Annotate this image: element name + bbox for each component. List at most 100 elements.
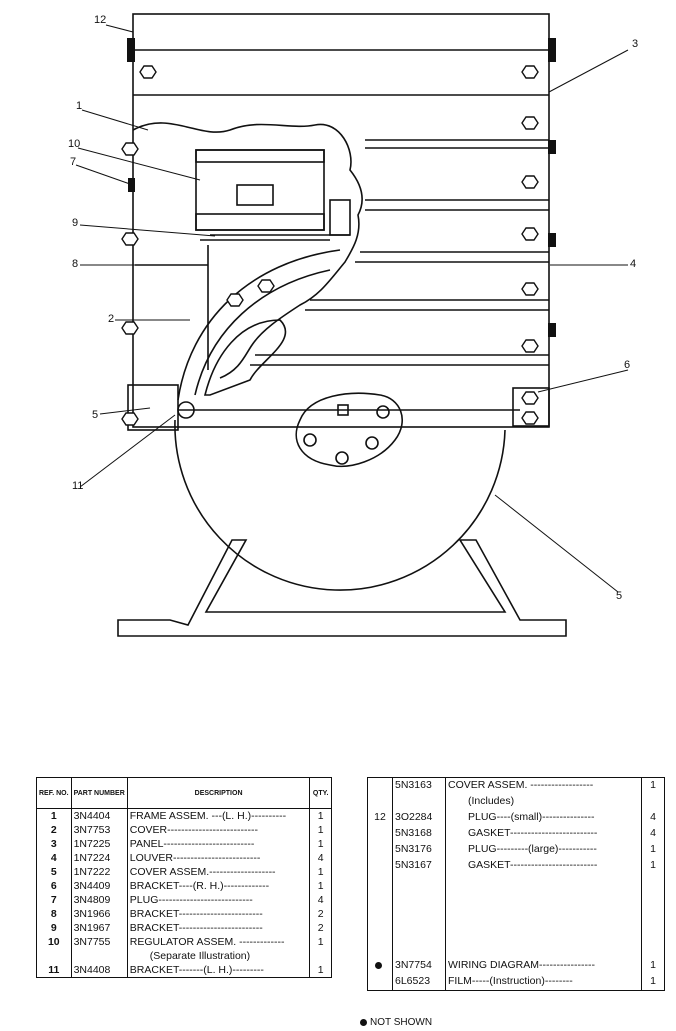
description-cell: BRACKET------------------------ xyxy=(127,921,311,935)
description-cell: COVER-------------------------- xyxy=(127,823,311,837)
qty-cell: 2 xyxy=(317,908,324,920)
part-number-cell: 6L6523 xyxy=(392,973,446,991)
description-cell: (Includes) xyxy=(445,794,642,811)
qty-cell: 1 xyxy=(317,838,324,850)
callout-9: 9 xyxy=(72,217,79,229)
ref-no-cell xyxy=(367,957,393,974)
qty-cell: 1 xyxy=(317,936,324,948)
bracket-rh xyxy=(512,387,550,427)
callout-8: 8 xyxy=(72,258,79,270)
not-shown-bullet-icon xyxy=(375,961,382,969)
description-cell: BRACKET----(R. H.)------------- xyxy=(127,879,311,893)
frame-housing xyxy=(132,13,550,428)
callout-4: 4 xyxy=(630,258,637,270)
part-number-cell: 3O2284 xyxy=(392,810,446,826)
ref-no-cell xyxy=(367,857,393,874)
callout-5-right: 5 xyxy=(616,590,623,602)
part-number-cell: 3N7754 xyxy=(392,957,446,974)
part-number-cell: 3N7753 xyxy=(71,823,128,837)
callout-10: 10 xyxy=(68,138,81,150)
part-number-cell: 3N4404 xyxy=(71,808,128,823)
ref-no-cell xyxy=(367,825,393,842)
description-cell: FRAME ASSEM. ---(L. H.)---------- xyxy=(127,808,311,823)
footnote-text: NOT SHOWN xyxy=(370,1017,433,1028)
generator-exploded-drawing xyxy=(75,13,629,637)
callout-11: 11 xyxy=(72,480,84,492)
qty-cell: 2 xyxy=(317,922,324,934)
part-number-cell: 5N3163 xyxy=(392,777,446,795)
description-cell: FILM-----(Instruction)-------- xyxy=(445,973,642,991)
callout-2: 2 xyxy=(108,313,115,325)
part-number-cell: 5N3167 xyxy=(392,857,446,874)
empty-cell xyxy=(445,873,642,958)
callout-12: 12 xyxy=(94,14,107,26)
callout-6: 6 xyxy=(624,359,631,371)
ref-no-cell: 1 xyxy=(36,808,72,823)
spacer-row xyxy=(367,873,665,958)
ref-no-cell xyxy=(367,777,393,795)
qty-cell: 1 xyxy=(317,824,324,836)
ref-no-cell xyxy=(367,794,393,811)
ref-no-cell: 12 xyxy=(367,810,393,826)
qty-cell: 1 xyxy=(650,958,656,971)
empty-cell xyxy=(392,873,446,958)
qty-cell: 1 xyxy=(317,964,324,976)
description-cell: WIRING DIAGRAM---------------- xyxy=(445,957,642,974)
callout-7: 7 xyxy=(70,156,77,168)
part-number-cell: 3N4408 xyxy=(71,963,128,978)
end-disc xyxy=(174,419,506,591)
qty-cell: 1 xyxy=(317,810,324,822)
qty-cell: 1 xyxy=(317,880,324,892)
col-header-ref: REF. NO. xyxy=(36,777,72,809)
ref-no-cell: 9 xyxy=(36,921,72,935)
table-header-row: REF. NO. PART NUMBER DESCRIPTION QTY. xyxy=(36,777,332,809)
ref-no-cell xyxy=(367,841,393,858)
part-number-cell: 5N3176 xyxy=(392,841,446,858)
part-number-cell: 1N7224 xyxy=(71,851,128,865)
qty-cell: 4 xyxy=(650,811,656,824)
ref-no-cell xyxy=(36,949,72,963)
qty-cell: 4 xyxy=(317,852,324,864)
part-number-cell xyxy=(71,949,128,963)
col-header-part: PART NUMBER xyxy=(71,777,128,809)
part-number-cell: 1N7225 xyxy=(71,837,128,851)
description-cell: COVER ASSEM.------------------- xyxy=(127,865,311,879)
description-cell: GASKET------------------------- xyxy=(445,825,642,842)
part-number-cell: 3N1967 xyxy=(71,921,128,935)
qty-cell: 1 xyxy=(650,842,656,855)
footnote: NOT SHOWN xyxy=(360,1017,432,1028)
part-number-cell: 3N4809 xyxy=(71,893,128,907)
ref-no-cell: 3 xyxy=(36,837,72,851)
part-number-cell xyxy=(392,794,446,811)
part-number-cell: 5N3168 xyxy=(392,825,446,842)
ref-no-cell: 7 xyxy=(36,893,72,907)
not-shown-bullet-icon xyxy=(360,1018,367,1026)
qty-cell: 4 xyxy=(317,894,324,906)
part-number-cell: 3N7755 xyxy=(71,935,128,949)
base-skid xyxy=(117,539,567,637)
description-cell: COVER ASSEM. ------------------ xyxy=(445,777,642,795)
col-header-qty: QTY. xyxy=(309,777,332,809)
empty-cell xyxy=(367,873,393,958)
cutaway-edge xyxy=(132,122,363,379)
hub-plate xyxy=(295,392,404,467)
description-cell: LOUVER------------------------- xyxy=(127,851,311,865)
qty-cell xyxy=(310,949,332,963)
qty-cell: 4 xyxy=(650,826,656,839)
callout-1: 1 xyxy=(76,100,83,112)
description-cell: PLUG----(small)--------------- xyxy=(445,810,642,826)
